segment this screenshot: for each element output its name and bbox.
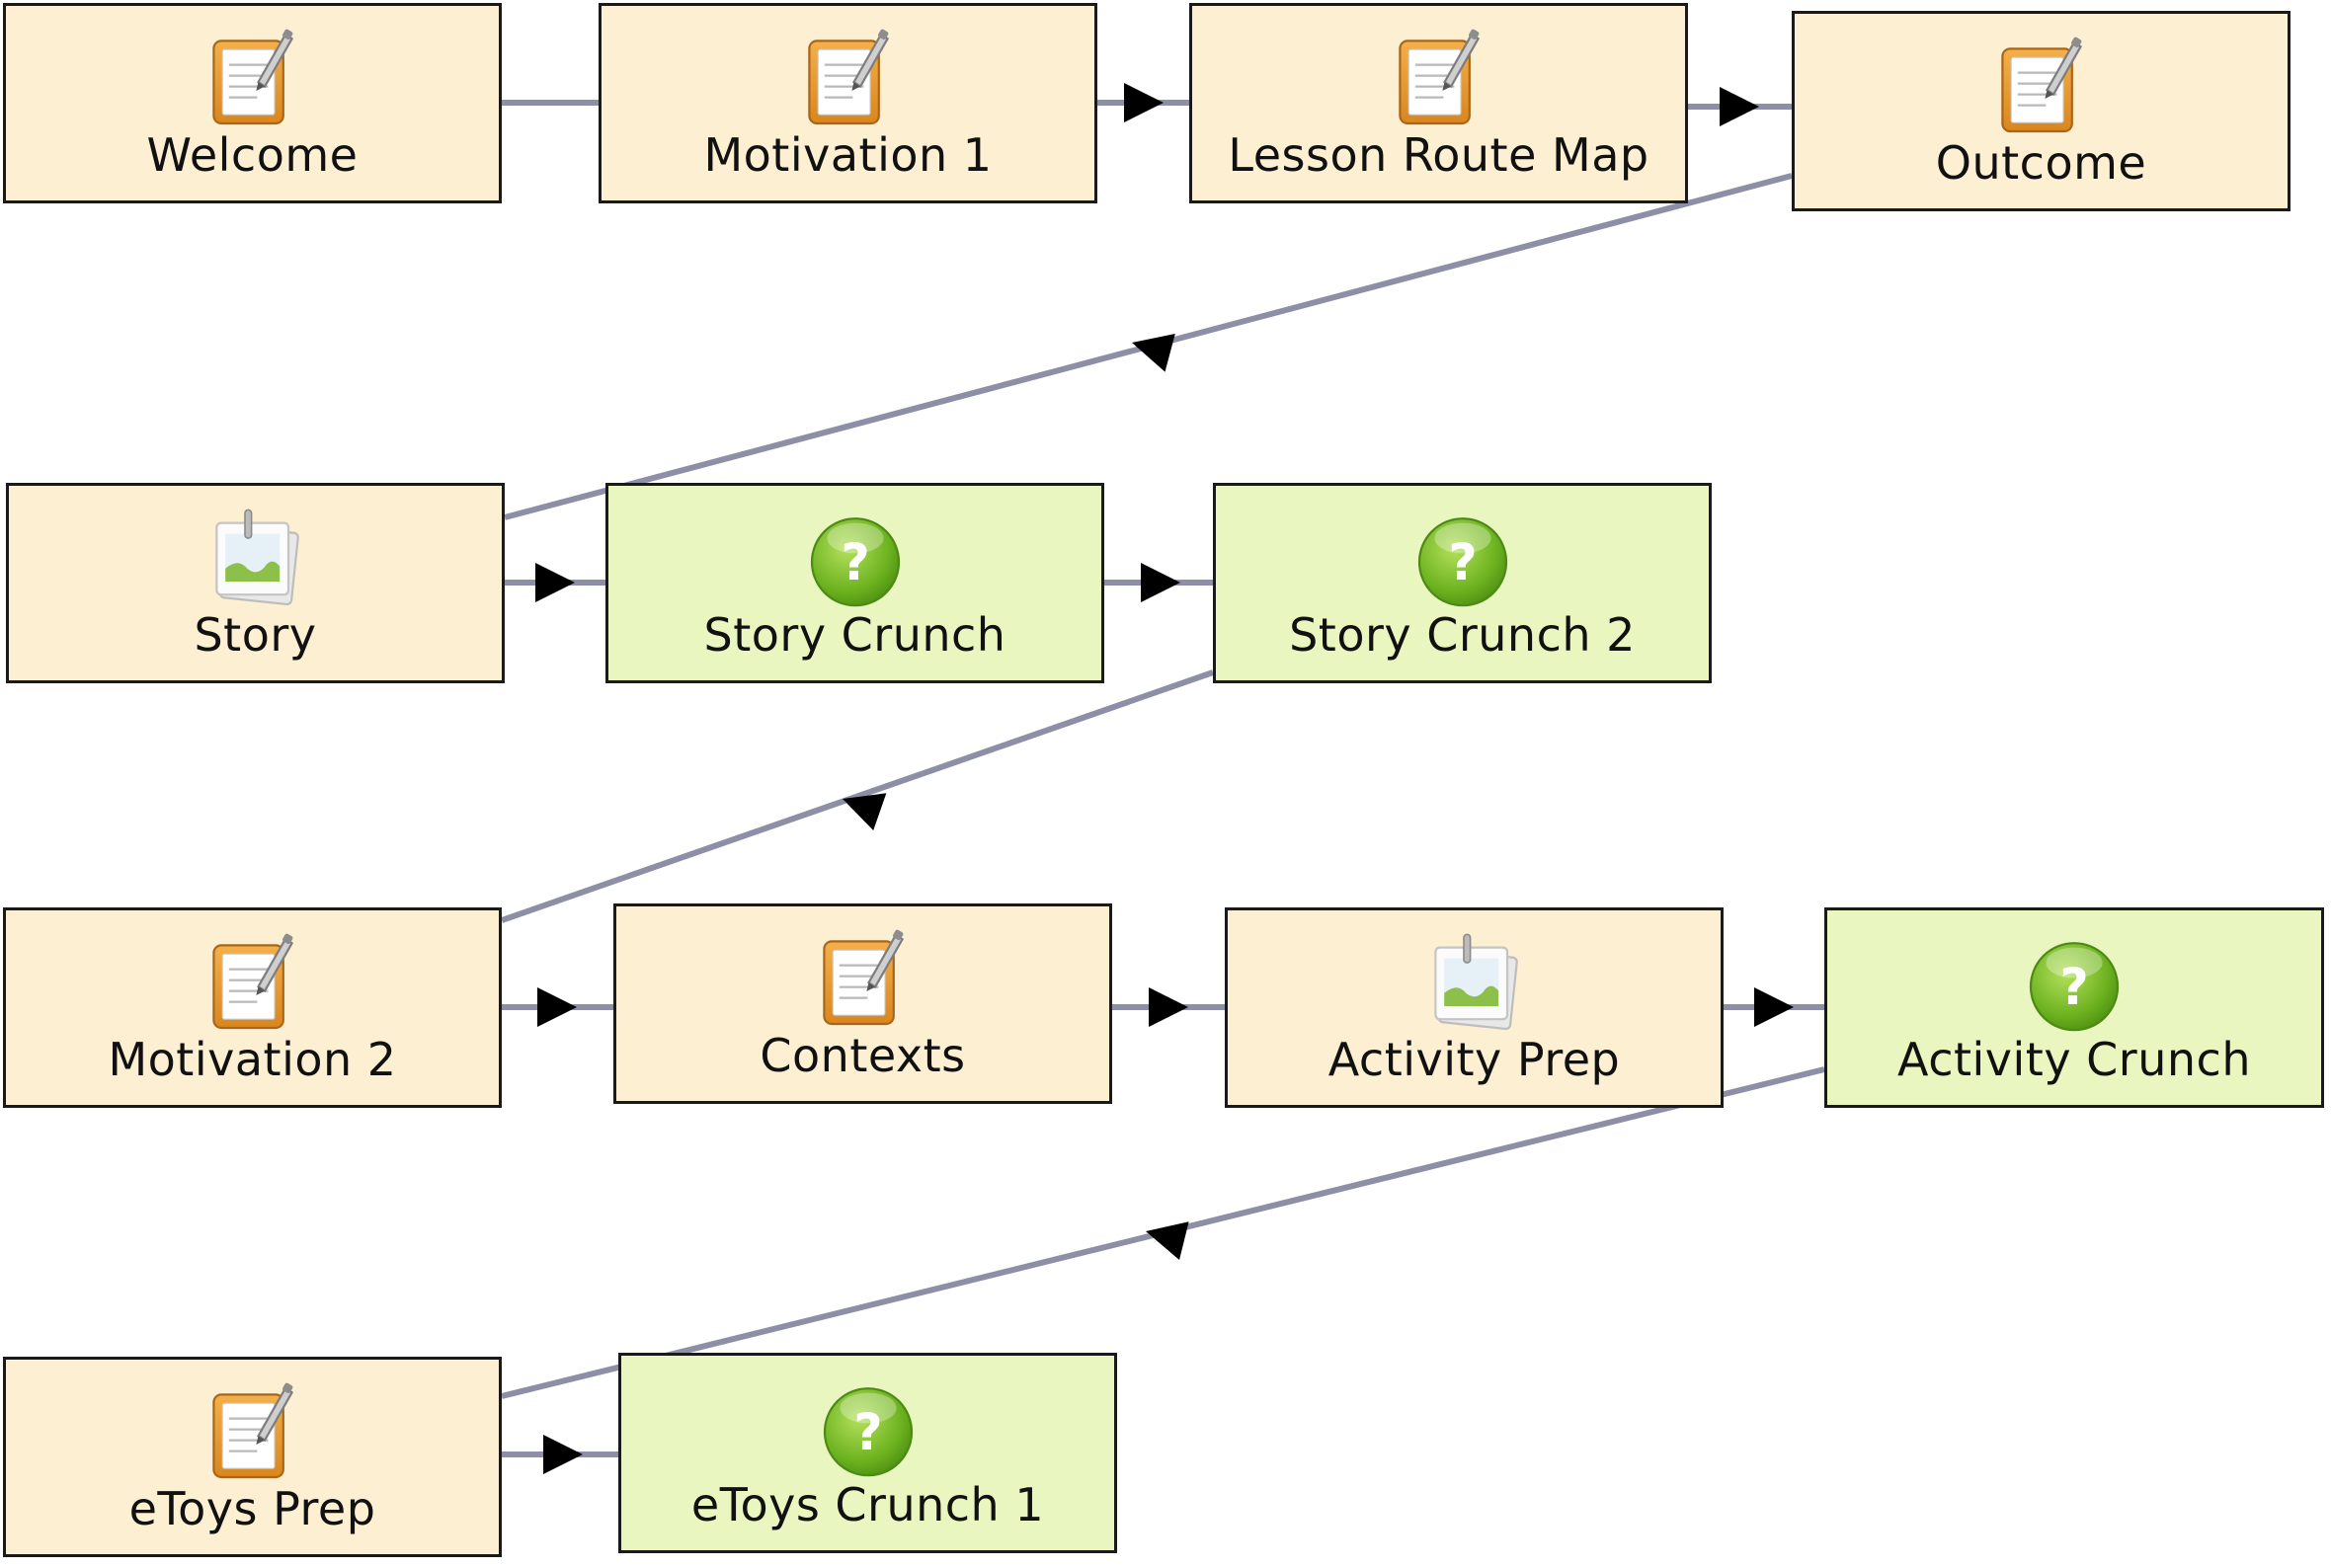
arrowhead bbox=[1146, 1221, 1189, 1261]
notepad-icon bbox=[199, 26, 307, 134]
activity-label: eToys Prep bbox=[128, 1482, 376, 1535]
arrowhead bbox=[1141, 563, 1180, 602]
activity-label: Activity Crunch bbox=[1897, 1033, 2251, 1086]
connector-line bbox=[501, 669, 1214, 923]
transition-story-crunch-to-story-crunch-2[interactable] bbox=[1104, 563, 1213, 602]
notepad-icon bbox=[1987, 34, 2096, 142]
activity-label: Outcome bbox=[1935, 136, 2147, 190]
svg-text:?: ? bbox=[2059, 958, 2088, 1016]
image-icon bbox=[1420, 930, 1529, 1039]
transition-activity-prep-to-activity-crunch[interactable] bbox=[1724, 987, 1824, 1027]
activity-label: Story Crunch 2 bbox=[1289, 608, 1636, 662]
notepad-icon bbox=[199, 1379, 307, 1488]
activity-welcome[interactable]: Welcome bbox=[3, 3, 502, 203]
activity-motivation-1[interactable]: Motivation 1 bbox=[599, 3, 1097, 203]
activity-outcome[interactable]: Outcome bbox=[1792, 11, 2291, 211]
arrowhead bbox=[1720, 87, 1759, 126]
transition-outcome-to-story[interactable] bbox=[504, 173, 1793, 520]
question-icon: ? bbox=[801, 506, 910, 614]
notepad-icon bbox=[809, 926, 918, 1035]
arrowhead bbox=[543, 1435, 583, 1474]
activity-label: Story Crunch bbox=[703, 608, 1006, 662]
activity-label: Activity Prep bbox=[1327, 1033, 1621, 1086]
arrowhead bbox=[1124, 83, 1164, 122]
activity-etoys-crunch-1[interactable]: ? eToys Crunch 1 bbox=[618, 1353, 1117, 1553]
activity-activity-prep[interactable]: Activity Prep bbox=[1225, 907, 1724, 1108]
arrowhead bbox=[535, 563, 575, 602]
question-icon: ? bbox=[814, 1375, 923, 1484]
question-icon: ? bbox=[2020, 930, 2129, 1039]
svg-text:?: ? bbox=[1448, 533, 1477, 591]
activity-motivation-2[interactable]: Motivation 2 bbox=[3, 907, 502, 1108]
arrowhead bbox=[843, 793, 887, 831]
svg-text:?: ? bbox=[853, 1403, 882, 1461]
activity-story-crunch[interactable]: ? Story Crunch bbox=[605, 483, 1104, 683]
activity-contexts[interactable]: Contexts bbox=[613, 903, 1112, 1104]
activity-story-crunch-2[interactable]: ? Story Crunch 2 bbox=[1213, 483, 1712, 683]
notepad-icon bbox=[199, 930, 307, 1039]
transition-etoys-prep-to-etoys-crunch-1[interactable] bbox=[502, 1435, 618, 1474]
activity-etoys-prep[interactable]: eToys Prep bbox=[3, 1357, 502, 1557]
transition-motivation-2-to-contexts[interactable] bbox=[502, 987, 613, 1027]
activity-label: Motivation 1 bbox=[703, 128, 993, 182]
arrowhead bbox=[1754, 987, 1794, 1027]
image-icon bbox=[201, 506, 310, 614]
transition-lesson-route-map-to-outcome[interactable] bbox=[1688, 87, 1792, 126]
transition-story-crunch-2-to-motivation-2[interactable] bbox=[501, 669, 1214, 923]
activity-activity-crunch[interactable]: ? Activity Crunch bbox=[1824, 907, 2324, 1108]
activity-label: Motivation 2 bbox=[108, 1033, 397, 1086]
activity-label: Welcome bbox=[146, 128, 359, 182]
activity-label: Contexts bbox=[760, 1029, 966, 1082]
question-icon: ? bbox=[1408, 506, 1517, 614]
activity-label: Lesson Route Map bbox=[1228, 128, 1649, 182]
activity-label: Story bbox=[194, 608, 317, 662]
transition-story-to-story-crunch[interactable] bbox=[505, 563, 605, 602]
arrowhead bbox=[1132, 333, 1175, 372]
activity-story[interactable]: Story bbox=[6, 483, 505, 683]
transition-motivation-1-to-lesson-route-map[interactable] bbox=[1097, 83, 1189, 122]
transition-activity-crunch-to-etoys-prep[interactable] bbox=[501, 1066, 1825, 1399]
svg-text:?: ? bbox=[841, 533, 869, 591]
transition-contexts-to-activity-prep[interactable] bbox=[1112, 987, 1225, 1027]
notepad-icon bbox=[794, 26, 903, 134]
arrowhead bbox=[537, 987, 577, 1027]
notepad-icon bbox=[1385, 26, 1493, 134]
activity-lesson-route-map[interactable]: Lesson Route Map bbox=[1189, 3, 1688, 203]
arrowhead bbox=[1149, 987, 1188, 1027]
activity-label: eToys Crunch 1 bbox=[690, 1478, 1045, 1531]
